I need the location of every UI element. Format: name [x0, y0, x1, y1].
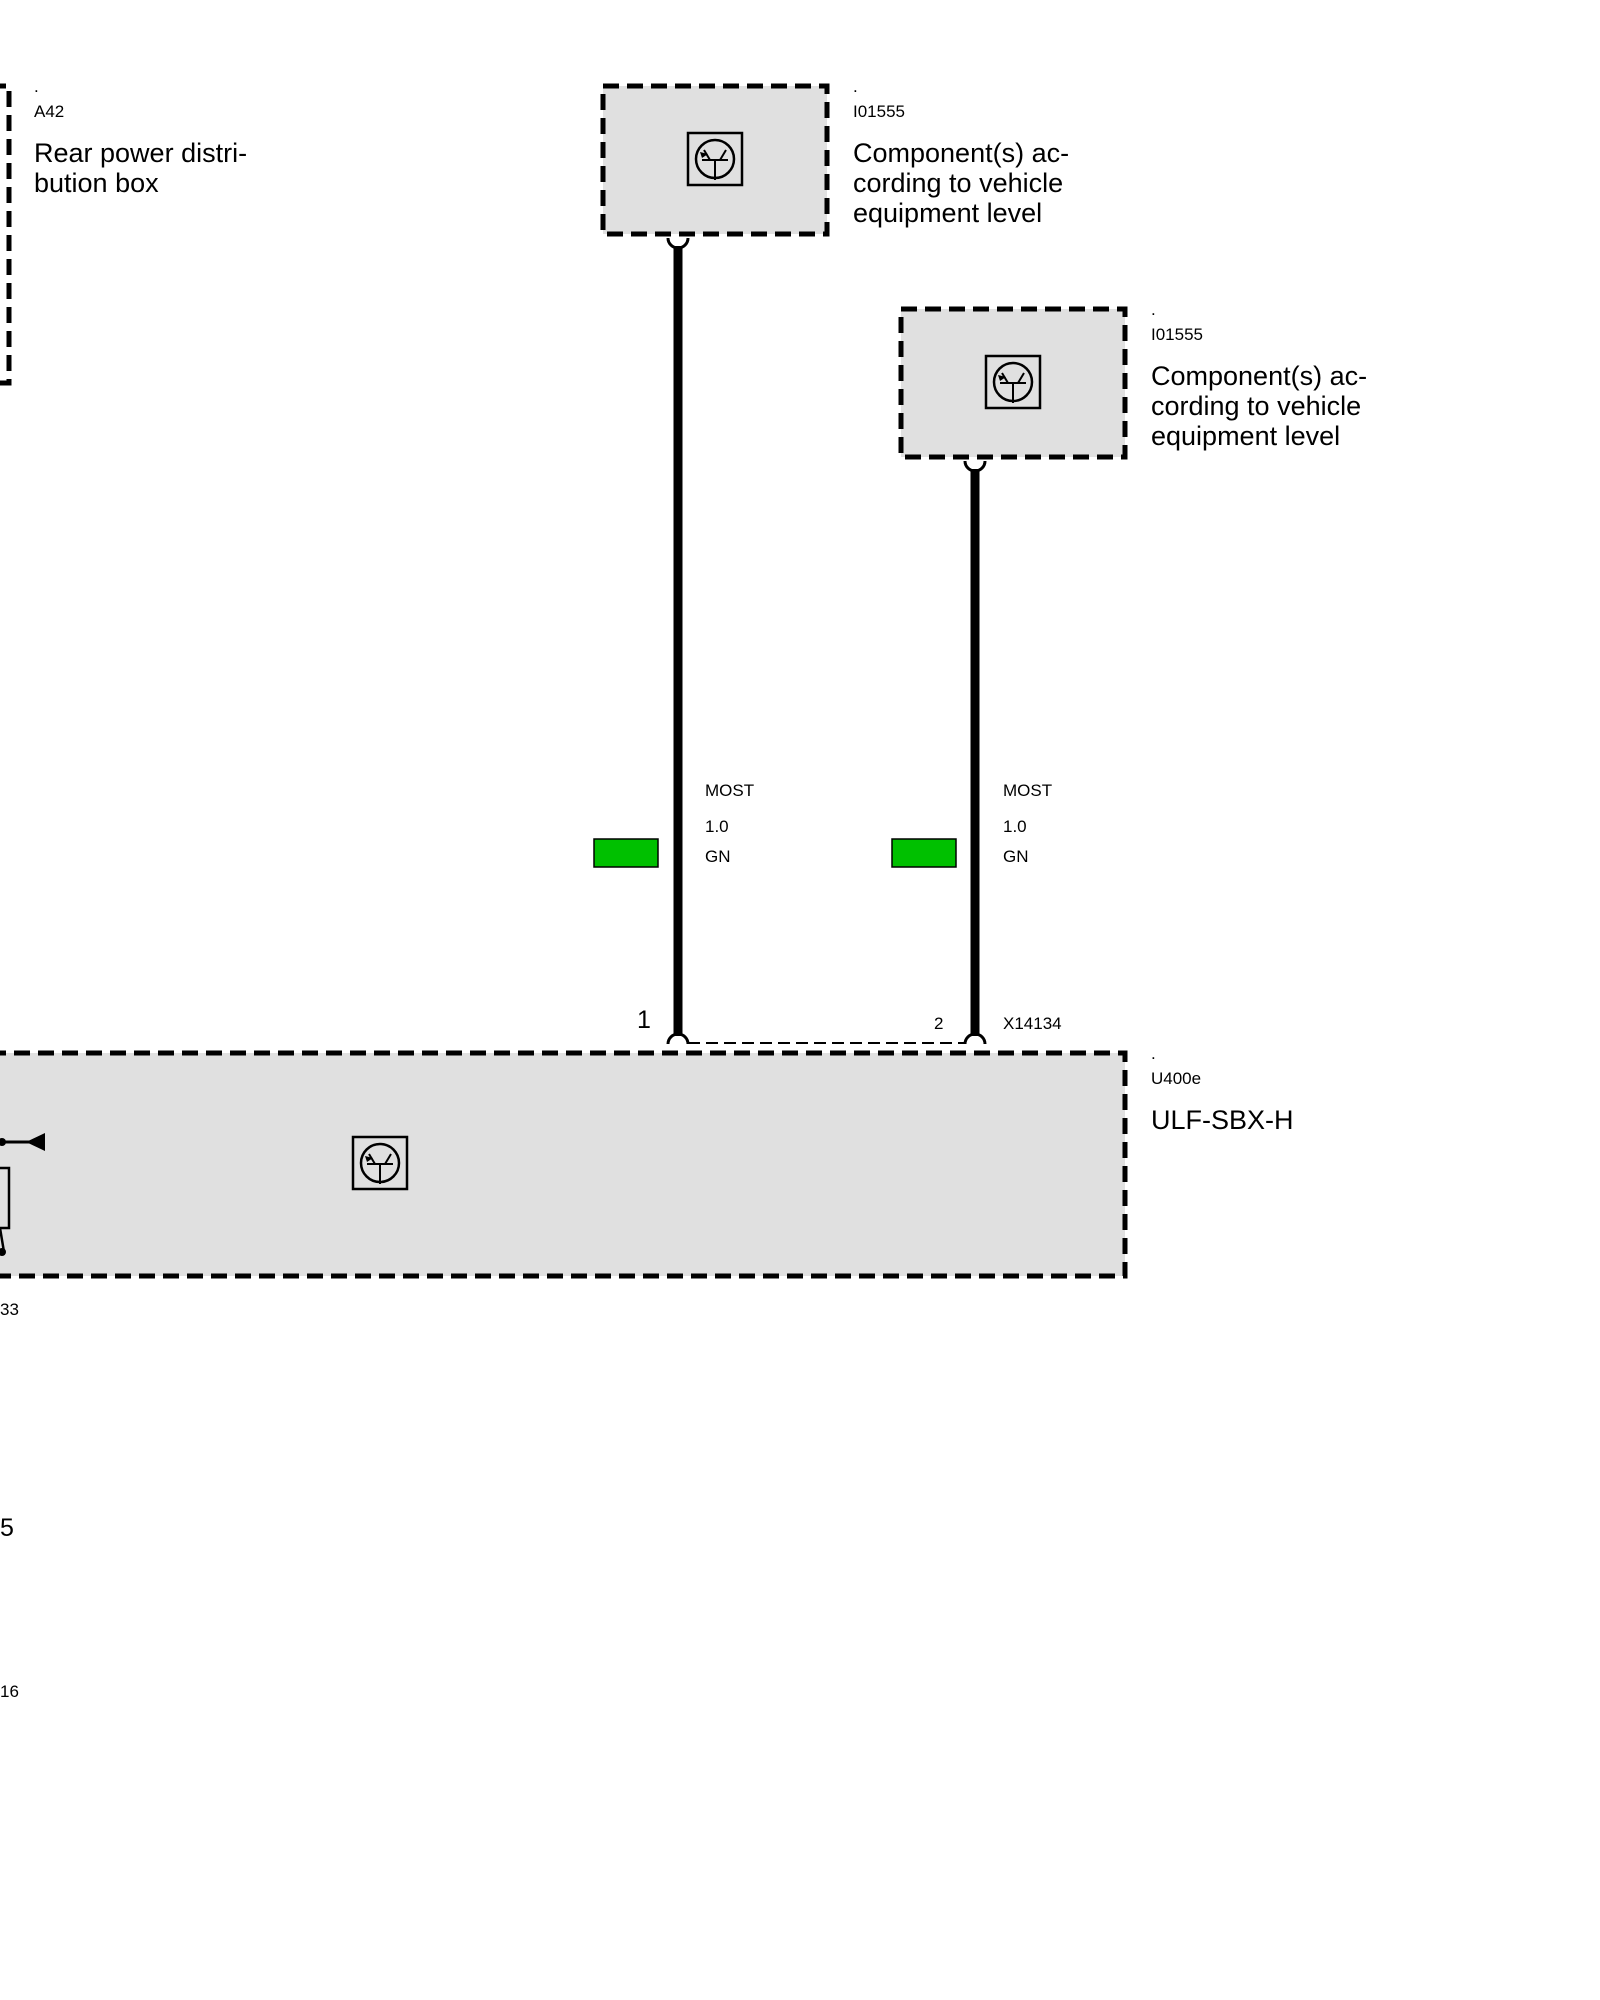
- component-right-label-line3: equipment level: [1151, 421, 1340, 451]
- component-right-dot: .: [1151, 300, 1156, 319]
- wire-1-size: 1.0: [705, 817, 729, 836]
- transistor-icon: [686, 131, 744, 187]
- component-top-label-line1: Component(s) ac-: [853, 138, 1069, 168]
- component-top-label-line3: equipment level: [853, 198, 1042, 228]
- wire-1-color-code: GN: [705, 847, 731, 866]
- connector-arc: [666, 1032, 690, 1045]
- transistor-icon: [984, 354, 1042, 410]
- component-top-dot: .: [853, 77, 858, 96]
- connector-arc: [963, 460, 987, 473]
- wire-1-signal: MOST: [705, 781, 754, 800]
- rear-pdb-id: A42: [34, 102, 64, 121]
- component-right-id: I01555: [1151, 325, 1203, 344]
- connector-arc: [963, 1032, 987, 1045]
- ulf-label: ULF-SBX-H: [1151, 1105, 1294, 1135]
- connector-id: X14134: [1003, 1014, 1062, 1033]
- rear-pdb-label-line1: Rear power distri-: [34, 138, 247, 168]
- wire-color-swatch: [891, 838, 957, 868]
- connector-arc: [666, 237, 690, 250]
- ulf-dot: .: [1151, 1044, 1156, 1063]
- connector-pin-2: 2: [934, 1014, 943, 1033]
- rear-pdb-label-line2: bution box: [34, 168, 159, 198]
- ulf-box: [0, 1050, 1128, 1279]
- connector-pin-1: 1: [637, 1006, 651, 1034]
- antenna-symbol-partial: [0, 1133, 45, 1256]
- left-edge-label-33: 33: [0, 1300, 19, 1319]
- wire-color-swatch: [593, 838, 659, 868]
- left-edge-label-16: 16: [0, 1682, 19, 1701]
- component-top-label-line2: cording to vehicle: [853, 168, 1063, 198]
- component-right-label-line1: Component(s) ac-: [1151, 361, 1367, 391]
- rear-pdb-dot: .: [34, 77, 39, 96]
- wire-2-signal: MOST: [1003, 781, 1052, 800]
- left-edge-label-5: 5: [0, 1514, 14, 1542]
- component-right-label-line2: cording to vehicle: [1151, 391, 1361, 421]
- ulf-id: U400e: [1151, 1069, 1201, 1088]
- wire-2-color-code: GN: [1003, 847, 1029, 866]
- wire-2-size: 1.0: [1003, 817, 1027, 836]
- rear-pdb-box-edge: [0, 83, 12, 386]
- component-top-id: I01555: [853, 102, 905, 121]
- transistor-icon: [351, 1135, 409, 1191]
